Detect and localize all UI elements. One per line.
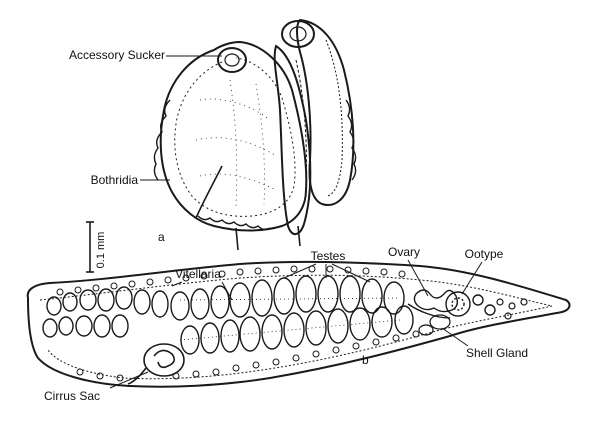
proglottid-outline: [26, 260, 571, 388]
panel-label-b: b: [362, 353, 369, 367]
proglottid-drawing: [26, 260, 571, 388]
cirrus-sac-shape: [127, 343, 185, 385]
scolex-drawing: [153, 18, 357, 251]
accessory-sucker-shape: [217, 47, 247, 73]
label-accessory-sucker: Accessory Sucker: [69, 48, 165, 62]
label-shell-gland: Shell Gland: [466, 346, 528, 360]
vitellaria-dots: [56, 265, 420, 382]
scale-bar: [86, 221, 94, 273]
label-cirrus-sac: Cirrus Sac: [44, 389, 100, 403]
panel-label-a: a: [158, 230, 165, 244]
testes-row-upper: [46, 275, 405, 321]
label-vitellaria: Vitellaria: [175, 267, 221, 281]
label-ootype: Ootype: [465, 247, 504, 261]
bothridium-middle: [273, 44, 312, 235]
shell-gland-shape: [418, 298, 528, 336]
testes-row-lower: [42, 305, 414, 355]
scolex-neck: [235, 225, 301, 251]
ootype-shape: [445, 291, 496, 317]
bothridium-left: [159, 40, 308, 232]
label-bothridia: Bothridia: [91, 173, 139, 187]
bothridium-right: [296, 18, 355, 206]
proglottid-leader-lines: [109, 259, 483, 389]
label-ovary: Ovary: [388, 245, 420, 259]
label-testes: Testes: [311, 249, 346, 263]
scale-bar-label: 0.1 mm: [95, 232, 107, 269]
ovary-shape: [407, 289, 459, 319]
